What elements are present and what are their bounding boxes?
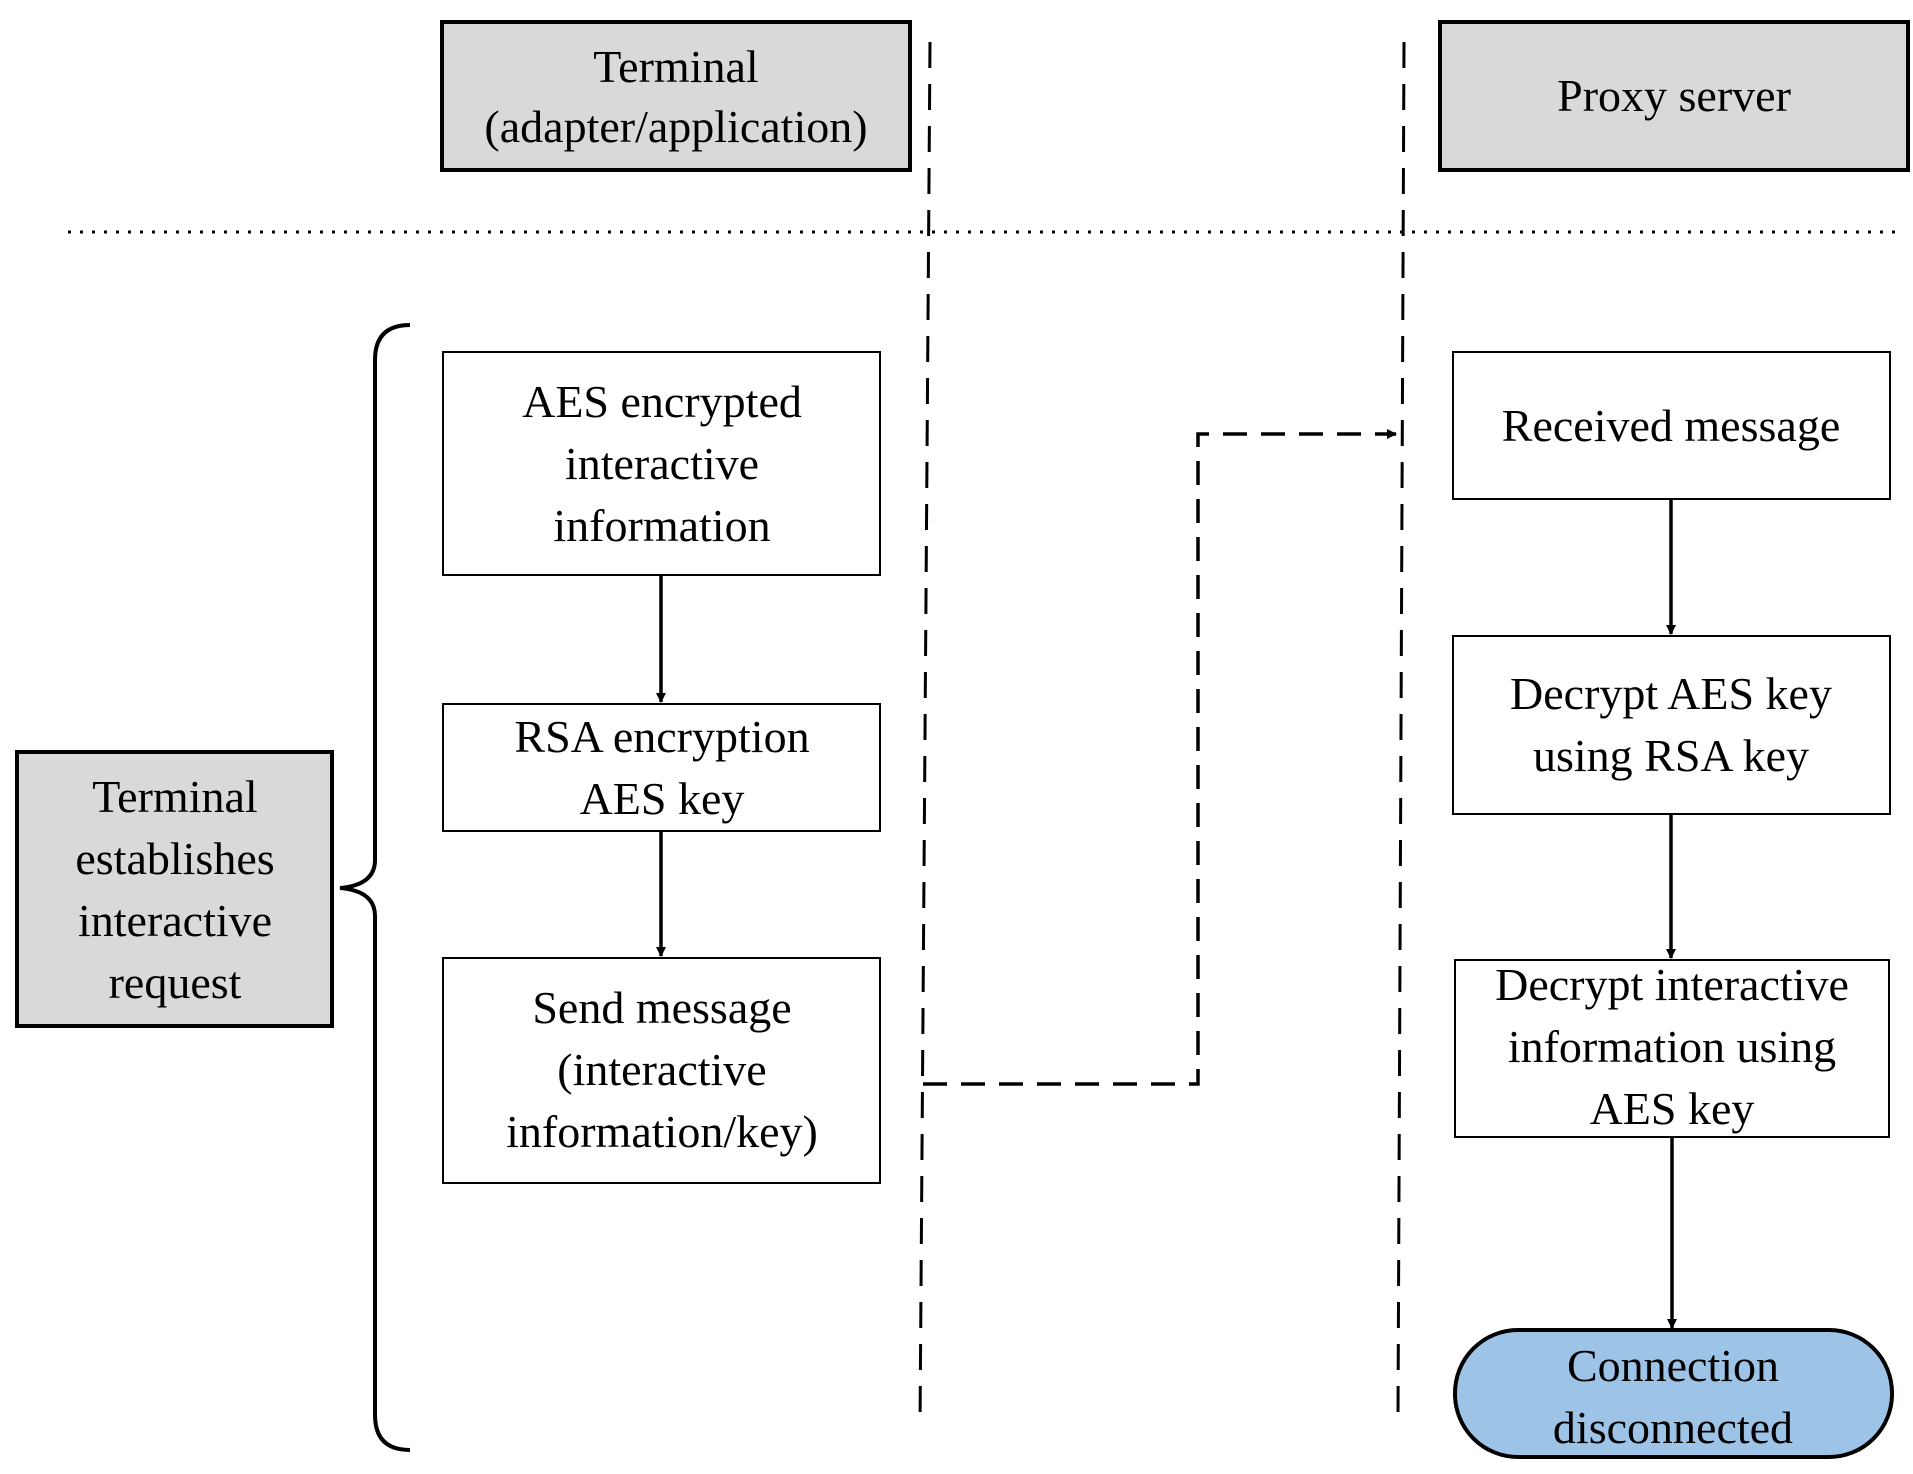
terminal-header-line2: (adapter/application) — [484, 101, 867, 152]
side-label-line1: Terminal — [92, 771, 257, 822]
side-label-line4: request — [109, 957, 242, 1008]
terminator-connection-disconnected: Connection disconnected — [1453, 1328, 1894, 1459]
side-label: Terminal establishes interactive request — [15, 750, 334, 1028]
svg-text:information: information — [553, 500, 770, 551]
side-label-line3: interactive — [78, 895, 272, 946]
svg-text:Decrypt interactive: Decrypt interactive — [1495, 959, 1849, 1010]
svg-text:Connection: Connection — [1567, 1340, 1779, 1391]
step-aes-encrypted-info: AES encrypted interactive information — [442, 351, 881, 576]
terminal-lane-line — [918, 41, 932, 1429]
curly-brace — [339, 323, 411, 1452]
svg-text:Received message: Received message — [1502, 400, 1840, 451]
message-transfer-arrow — [923, 429, 1397, 1086]
svg-text:disconnected: disconnected — [1553, 1402, 1793, 1453]
side-label-line2: establishes — [75, 833, 274, 884]
proxy-header: Proxy server — [1438, 20, 1910, 172]
svg-text:Send message: Send message — [532, 982, 791, 1033]
svg-text:RSA encryption: RSA encryption — [514, 711, 809, 762]
terminal-header-line1: Terminal — [593, 41, 758, 92]
step-decrypt-aes-key: Decrypt AES key using RSA key — [1452, 635, 1891, 815]
terminal-header: Terminal (adapter/application) — [440, 20, 912, 172]
proxy-lane-line — [1396, 41, 1406, 1416]
proxy-header-label: Proxy server — [1557, 70, 1791, 121]
svg-text:using RSA key: using RSA key — [1533, 730, 1809, 781]
svg-text:information using: information using — [1508, 1021, 1836, 1072]
svg-text:AES key: AES key — [580, 773, 745, 824]
svg-text:AES key: AES key — [1590, 1083, 1755, 1134]
step-send-message: Send message (interactive information/ke… — [442, 957, 881, 1184]
svg-text:(interactive: (interactive — [557, 1044, 766, 1095]
svg-text:interactive: interactive — [565, 438, 759, 489]
step-decrypt-interactive-info: Decrypt interactive information using AE… — [1454, 959, 1890, 1138]
step-received-message: Received message — [1452, 351, 1891, 500]
svg-text:AES encrypted: AES encrypted — [522, 376, 802, 427]
step-rsa-encryption: RSA encryption AES key — [442, 703, 881, 832]
svg-text:information/key): information/key) — [506, 1106, 818, 1157]
svg-text:Decrypt AES key: Decrypt AES key — [1510, 668, 1832, 719]
